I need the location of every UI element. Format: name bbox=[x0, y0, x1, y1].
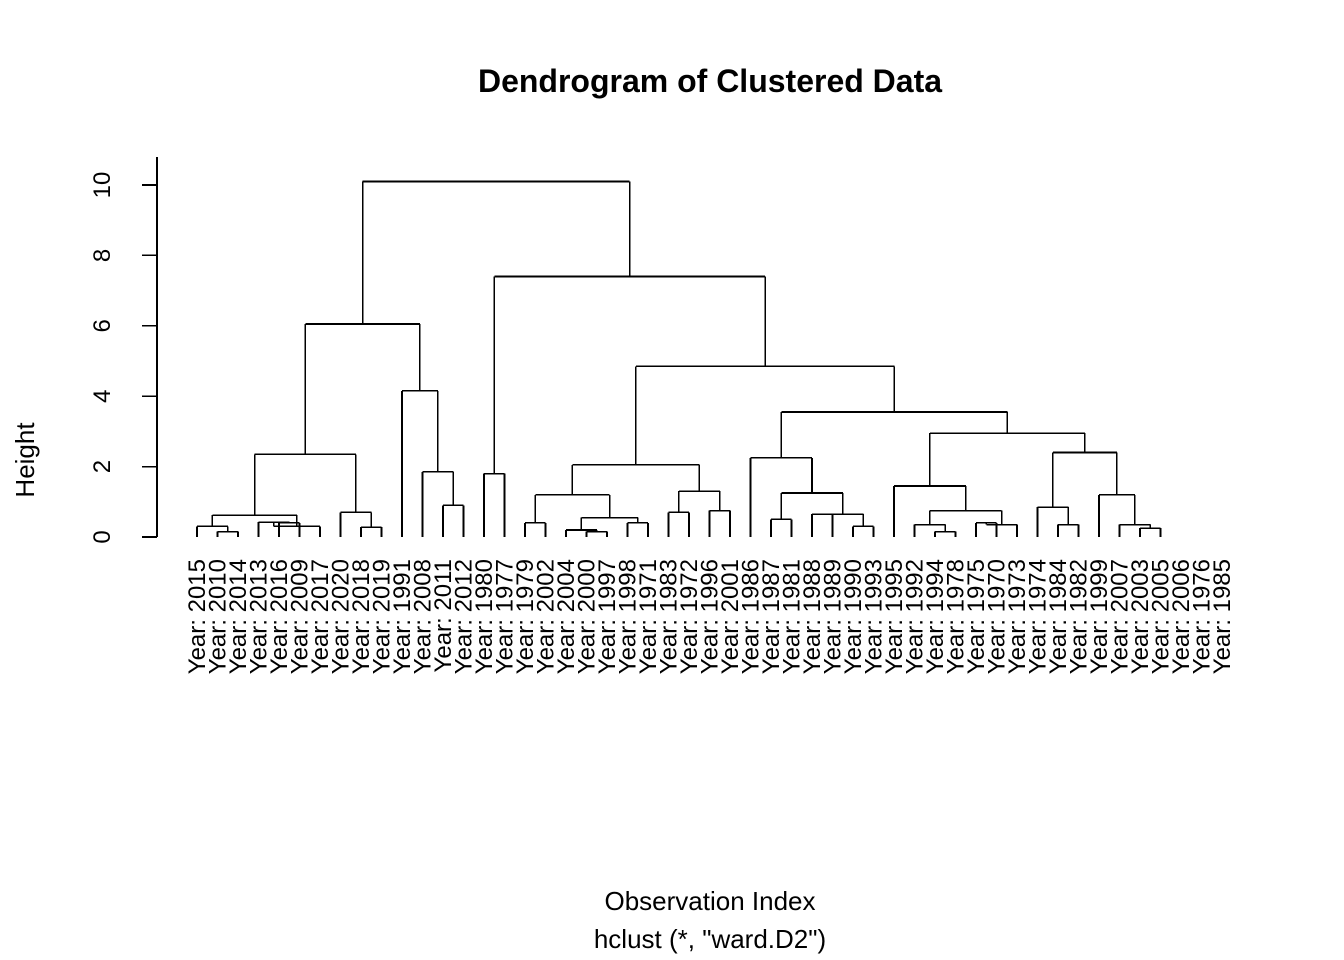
leaf-label: Year: 2006 bbox=[1168, 559, 1195, 674]
leaf-label: Year: 2008 bbox=[410, 559, 437, 674]
leaf-label: Year: 1975 bbox=[963, 559, 990, 674]
leaf-label: Year: 1999 bbox=[1086, 559, 1113, 674]
leaf-label: Year: 1988 bbox=[799, 559, 826, 674]
leaf-label: Year: 1971 bbox=[635, 559, 662, 674]
leaf-label: Year: 2000 bbox=[574, 559, 601, 674]
leaf-label: Year: 1980 bbox=[471, 559, 498, 674]
leaf-label: Year: 2019 bbox=[369, 559, 396, 674]
leaf-label: Year: 2012 bbox=[451, 559, 478, 674]
y-tick-label: 10 bbox=[89, 172, 116, 199]
leaf-label: Year: 1978 bbox=[943, 559, 970, 674]
leaf-label: Year: 2011 bbox=[430, 559, 457, 672]
leaf-label: Year: 1983 bbox=[656, 559, 683, 674]
y-axis-label: Height bbox=[10, 422, 40, 498]
leaf-label: Year: 2004 bbox=[553, 559, 580, 674]
leaf-label: Year: 1979 bbox=[512, 559, 539, 674]
leaf-label: Year: 1973 bbox=[1004, 559, 1031, 674]
leaf-label: Year: 2001 bbox=[717, 559, 744, 674]
leaf-label: Year: 1977 bbox=[492, 559, 519, 674]
y-tick-label: 8 bbox=[89, 249, 116, 262]
y-tick-label: 2 bbox=[89, 460, 116, 473]
y-tick-label: 0 bbox=[89, 530, 116, 543]
x-axis-sublabel: hclust (*, "ward.D2") bbox=[594, 924, 826, 954]
leaf-label: Year: 1986 bbox=[738, 559, 765, 674]
leaf-label: Year: 1995 bbox=[881, 559, 908, 674]
leaf-label: Year: 2014 bbox=[225, 559, 252, 674]
leaf-label: Year: 2007 bbox=[1107, 559, 1134, 674]
leaf-label: Year: 2010 bbox=[205, 559, 232, 674]
leaf-label: Year: 1989 bbox=[820, 559, 847, 674]
leaf-label: Year: 1974 bbox=[1025, 559, 1052, 674]
leaf-label: Year: 2013 bbox=[246, 559, 273, 674]
dendrogram-tree bbox=[196, 180, 1162, 537]
chart-title: Dendrogram of Clustered Data bbox=[478, 63, 942, 99]
y-axis: 0 2 4 6 8 10 bbox=[89, 156, 158, 544]
leaf-label: Year: 1985 bbox=[1209, 559, 1236, 674]
leaf-label: Year: 1990 bbox=[840, 559, 867, 674]
leaf-label: Year: 2005 bbox=[1148, 559, 1175, 674]
leaf-label: Year: 1970 bbox=[984, 559, 1011, 674]
leaf-label: Year: 2017 bbox=[307, 559, 334, 674]
leaf-label: Year: 1992 bbox=[902, 559, 929, 674]
leaf-label: Year: 2002 bbox=[533, 559, 560, 674]
leaf-label: Year: 1991 bbox=[389, 559, 416, 674]
leaf-label: Year: 1993 bbox=[861, 559, 888, 674]
y-tick-label: 4 bbox=[89, 390, 116, 403]
leaf-label: Year: 2015 bbox=[184, 559, 211, 674]
leaf-label: Year: 1994 bbox=[922, 559, 949, 674]
leaf-label: Year: 1984 bbox=[1045, 559, 1072, 674]
leaf-label: Year: 2016 bbox=[266, 559, 293, 674]
y-tick-label: 6 bbox=[89, 319, 116, 332]
leaf-label: Year: 1996 bbox=[697, 559, 724, 674]
leaf-label: Year: 2003 bbox=[1127, 559, 1154, 674]
x-axis-label: Observation Index bbox=[604, 886, 815, 916]
leaf-label: Year: 1981 bbox=[779, 559, 806, 674]
leaf-label: Year: 1997 bbox=[594, 559, 621, 674]
leaf-label: Year: 1982 bbox=[1066, 559, 1093, 674]
leaf-label: Year: 1976 bbox=[1189, 559, 1216, 674]
leaf-label: Year: 1987 bbox=[758, 559, 785, 674]
leaf-label: Year: 2020 bbox=[328, 559, 355, 674]
leaf-label: Year: 2018 bbox=[348, 559, 375, 674]
leaf-label: Year: 1972 bbox=[676, 559, 703, 674]
leaf-label: Year: 1998 bbox=[615, 559, 642, 674]
leaf-label: Year: 2009 bbox=[287, 559, 314, 674]
